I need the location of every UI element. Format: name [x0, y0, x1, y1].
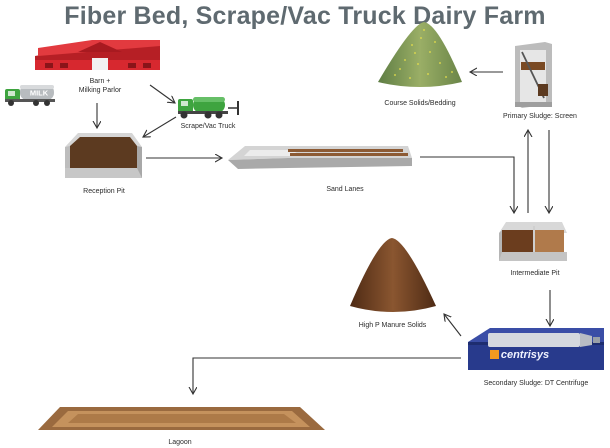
lagoon-icon: [38, 407, 325, 430]
milk-truck-text: MILK: [30, 89, 49, 98]
centrifuge-brand-text: centrisys: [501, 349, 549, 361]
page-title: Fiber Bed, Scrape/Vac Truck Dairy Farm: [64, 2, 546, 30]
arrow-barn-to-truck: [149, 84, 175, 103]
sand-lanes-label: Sand Lanes: [326, 186, 364, 193]
barn-icon: [35, 40, 160, 70]
intermediate-pit-label: Intermediate Pit: [510, 270, 560, 277]
scrape-truck-label: Scrape/Vac Truck: [180, 123, 236, 130]
arrow-centrifuge-to-manure: [444, 314, 462, 337]
primary-sludge-label: Primary Sludge: Screen: [503, 113, 577, 120]
arrow-sand-to-intermediate: [420, 156, 514, 213]
screen-separator-icon: [515, 42, 552, 108]
barn-label-line1: Barn +: [89, 78, 111, 85]
centrifuge-icon: centrisys: [468, 328, 604, 370]
bedding-pile-icon: [378, 22, 462, 87]
vac-truck-icon: [178, 97, 239, 119]
intermediate-pit-icon: [499, 222, 567, 261]
course-solids-label: Course Solids/Bedding: [384, 100, 456, 107]
high-p-solids-label: High P Manure Solids: [358, 322, 427, 329]
secondary-sludge-label: Secondary Sludge: DT Centrifuge: [483, 380, 589, 387]
arrow-centrifuge-to-lagoon: [193, 357, 461, 394]
manure-pile-icon: [350, 238, 436, 312]
reception-pit-label: Reception Pit: [83, 188, 125, 195]
milk-truck-icon: MILK: [5, 85, 55, 106]
sand-lanes-icon: [228, 146, 412, 169]
reception-pit-icon: [65, 133, 142, 178]
lagoon-label: Lagoon: [168, 439, 192, 446]
arrow-truck-to-reception: [143, 116, 177, 137]
barn-label-line2: Milking Parlor: [78, 87, 122, 94]
